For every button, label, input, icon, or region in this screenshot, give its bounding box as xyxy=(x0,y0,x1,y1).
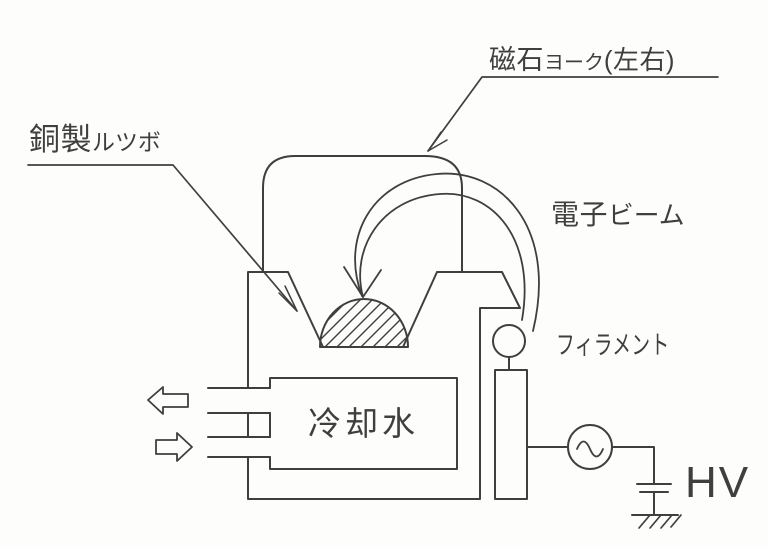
ground-icon xyxy=(632,515,681,528)
filament-symbol xyxy=(493,325,525,370)
label-magnet-yoke-kana: ヨーク xyxy=(544,52,604,74)
label-electron-beam-kanji: 電子 xyxy=(551,199,609,230)
label-cooling-water: 冷却水 xyxy=(308,404,419,442)
water-in-arrow-icon xyxy=(156,433,192,461)
label-electron-beam-kana: ビーム xyxy=(608,202,685,230)
copper-crucible-leader xyxy=(28,165,297,311)
cooling-water-box xyxy=(270,378,457,469)
label-filament: フィラメント xyxy=(556,330,670,360)
ac-source-icon xyxy=(568,425,612,469)
label-high-voltage: HV xyxy=(685,458,751,507)
label-electron-beam: 電子ビーム xyxy=(551,199,685,232)
chamber-outline xyxy=(248,272,520,499)
magnet-yoke-leader xyxy=(428,77,718,151)
filament-support-rect xyxy=(495,370,527,499)
electron-beam-arrowhead xyxy=(344,267,381,297)
label-copper-crucible-kanji: 銅製 xyxy=(29,122,92,157)
melt-pool xyxy=(320,299,408,347)
label-magnet-yoke-paren: (左右) xyxy=(603,47,675,75)
water-pipes xyxy=(208,388,270,457)
label-magnet-yoke-kanji: 磁石 xyxy=(489,45,544,75)
electron-beam-arc xyxy=(355,174,539,331)
capacitor-icon xyxy=(637,484,671,492)
water-out-arrow-icon xyxy=(148,387,188,414)
label-magnet-yoke: 磁石ヨーク(左右) xyxy=(489,45,675,77)
label-copper-crucible-kana: ルツボ xyxy=(92,129,161,155)
power-wire xyxy=(527,447,654,515)
label-copper-crucible: 銅製ルツボ xyxy=(29,122,161,158)
